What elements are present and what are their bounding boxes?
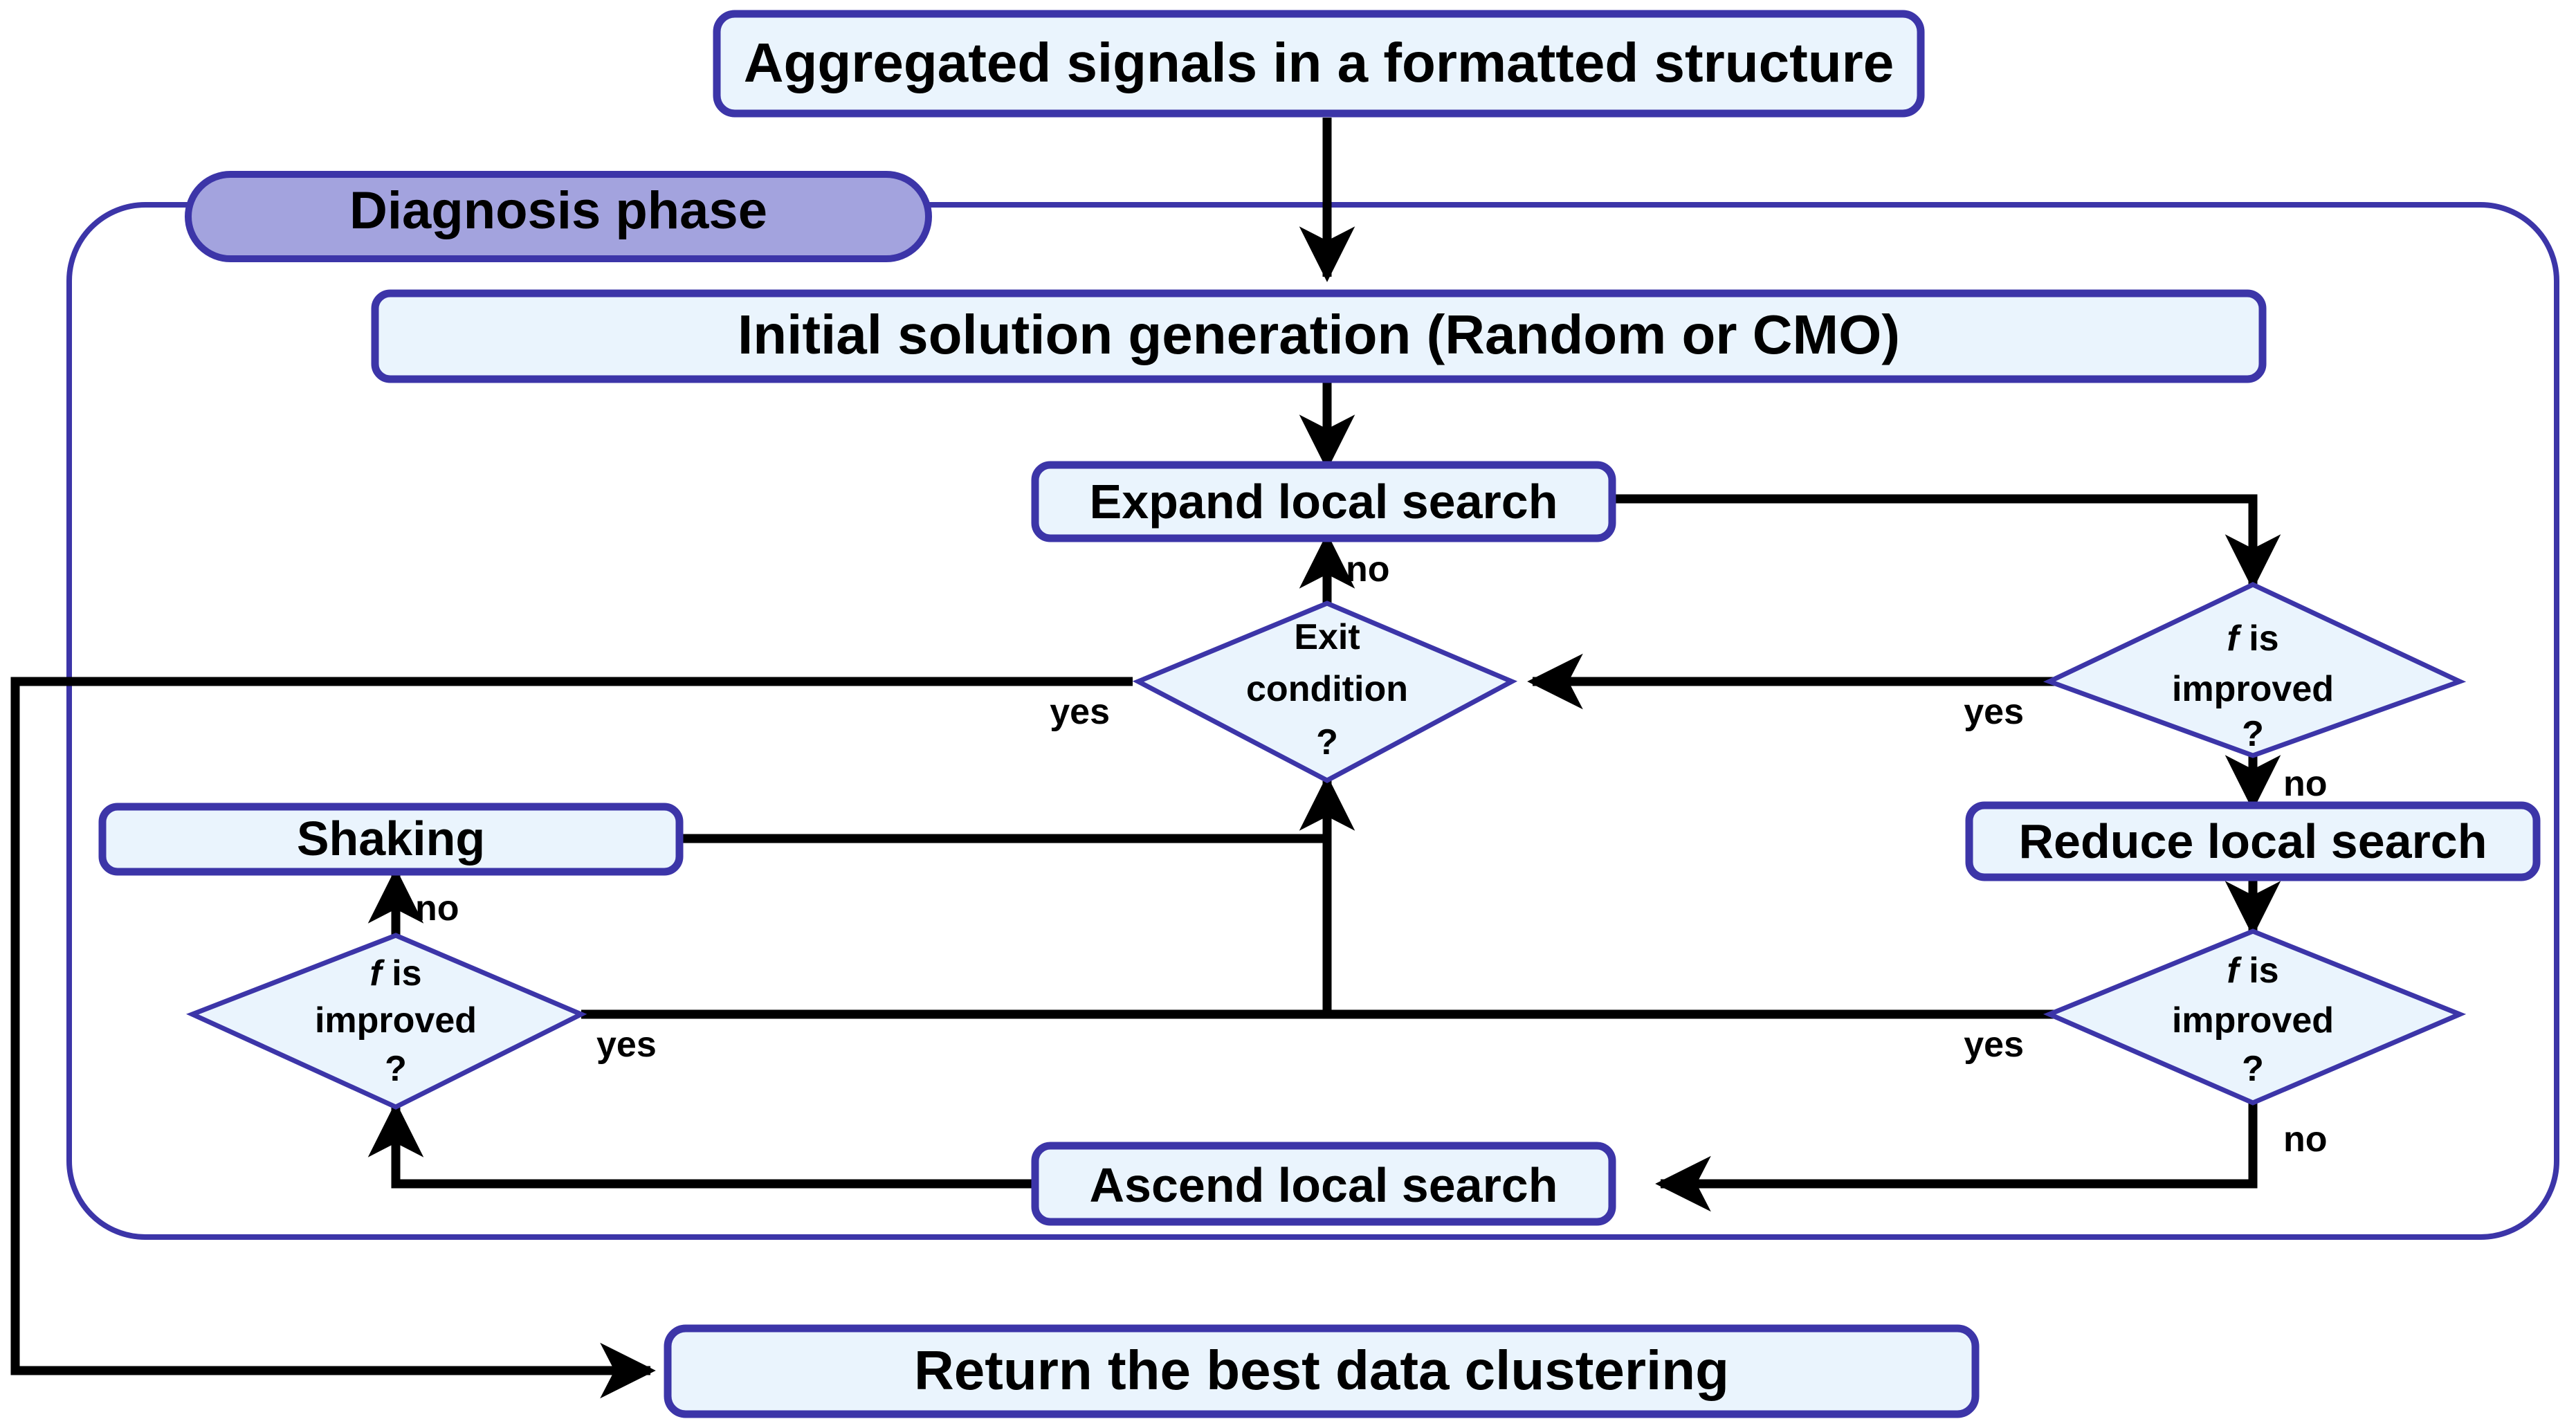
decision-f-improved-top-right-is: is (2239, 619, 2279, 659)
decision-f-improved-bottom-right[interactable]: f is improved ? (2043, 928, 2467, 1106)
node-aggregated-signals[interactable]: Aggregated signals in a formatted struct… (713, 10, 1925, 118)
decision-f-improved-left-line3: ? (385, 1049, 407, 1089)
node-shaking[interactable]: Shaking (98, 803, 684, 876)
node-expand-local-search[interactable]: Expand local search (1031, 461, 1616, 542)
decision-f-improved-top-right-f: f (2227, 619, 2242, 659)
node-reduce-local-search[interactable]: Reduce local search (1965, 801, 2541, 881)
node-aggregated-signals-label: Aggregated signals in a formatted struct… (744, 32, 1894, 93)
decision-f-improved-bottom-right-is: is (2239, 951, 2279, 991)
decision-f-improved-top-right-line2: improved (2172, 669, 2334, 709)
node-expand-local-search-label: Expand local search (1090, 475, 1558, 529)
decision-f-improved-top-right-line3: ? (2242, 714, 2264, 754)
decision-f-improved-left-is: is (382, 953, 422, 994)
edge-label-left-no: no (415, 888, 459, 928)
node-shaking-label: Shaking (297, 812, 485, 866)
phase-label-diagnosis[interactable]: Diagnosis phase (185, 171, 932, 262)
edge-label-exit-no: no (1346, 549, 1390, 589)
edge-label-top-right-no: no (2283, 764, 2328, 804)
node-initial-solution-generation[interactable]: Initial solution generation (Random or C… (371, 289, 2267, 383)
edge-label-exit-yes: yes (1050, 692, 1110, 732)
decision-f-improved-left-f: f (369, 953, 385, 994)
node-return-best-clustering-label: Return the best data clustering (914, 1339, 1729, 1401)
edge-label-bottom-right-yes: yes (1964, 1025, 2024, 1065)
edge-label-bottom-right-no: no (2283, 1119, 2328, 1160)
decision-exit-condition[interactable]: Exit condition ? (1132, 601, 1518, 783)
decision-f-improved-top-right[interactable]: f is improved ? (2043, 582, 2467, 758)
edge-ascend-to-fimproved-left (367, 1101, 1038, 1189)
decision-f-improved-bottom-right-f: f (2227, 951, 2242, 991)
decision-exit-condition-line1: Exit (1294, 617, 1360, 657)
edge-fimproved-bottom-no-to-ascend (1655, 1103, 2258, 1212)
phase-label-text: Diagnosis phase (349, 181, 767, 240)
decision-f-improved-bottom-right-line1: f is (2227, 951, 2278, 991)
node-reduce-local-search-label: Reduce local search (2019, 814, 2487, 868)
node-ascend-local-search[interactable]: Ascend local search (1031, 1142, 1616, 1226)
node-ascend-local-search-label: Ascend local search (1090, 1158, 1558, 1212)
edge-label-left-yes: yes (596, 1025, 657, 1065)
decision-f-improved-left-line1: f is (369, 953, 421, 994)
decision-f-improved-left-line2: improved (315, 1000, 477, 1041)
diagnosis-phase-container (66, 202, 2559, 1240)
node-initial-solution-generation-label: Initial solution generation (Random or C… (738, 304, 1900, 365)
node-return-best-clustering[interactable]: Return the best data clustering (664, 1324, 1980, 1418)
edge-label-top-right-yes: yes (1964, 692, 2024, 732)
decision-f-improved-top-right-line1: f is (2227, 619, 2278, 659)
edge-exit-yes-to-return (10, 677, 1133, 1399)
decision-f-improved-bottom-right-line3: ? (2242, 1049, 2264, 1089)
decision-f-improved-bottom-right-line2: improved (2172, 1000, 2334, 1041)
decision-exit-condition-line2: condition (1246, 669, 1408, 709)
decision-exit-condition-line3: ? (1316, 722, 1338, 762)
decision-f-improved-left[interactable]: f is improved ? (185, 933, 587, 1110)
edge-expand-to-fimproved-top (1612, 494, 2281, 590)
